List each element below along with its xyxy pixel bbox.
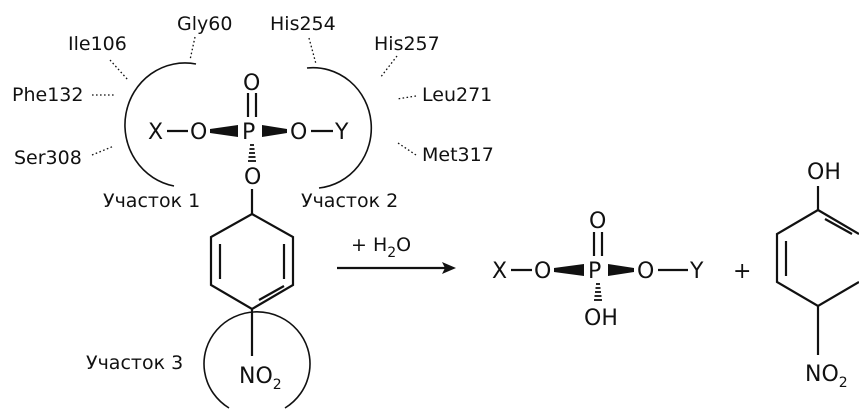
residue-leu271: Leu271	[422, 84, 492, 106]
wedge-bond	[608, 264, 634, 276]
contact-lines	[91, 36, 417, 156]
product-o-left: O	[534, 259, 551, 284]
substrate-y-atom: Y	[334, 120, 349, 145]
water-reagent: + H2O	[351, 234, 411, 261]
product-oh-group: OH	[584, 306, 618, 331]
phenol-oh-group: OH	[807, 160, 841, 185]
product-p-atom: P	[588, 259, 601, 284]
product-phosphate: X O P O Y O OH	[492, 209, 704, 331]
site1-pocket-arc	[124, 62, 197, 187]
product-o-top: O	[589, 209, 606, 234]
product-y-atom: Y	[689, 259, 704, 284]
phenol-no2-group: NO2	[805, 362, 848, 391]
residue-gly60: Gly60	[177, 13, 232, 35]
site1-label: Участок 1	[103, 190, 200, 212]
substrate-o-right: O	[290, 120, 307, 145]
substrate-molecule: X O P O Y O O NO2	[148, 71, 349, 393]
residue-phe132: Phe132	[12, 84, 83, 106]
residue-met317: Met317	[422, 144, 494, 166]
residue-ile106: Ile106	[68, 33, 127, 55]
reaction-arrow	[337, 262, 456, 274]
site2-pocket-arc	[306, 66, 373, 189]
substrate-p-atom: P	[242, 120, 255, 145]
wedge-bond	[210, 125, 238, 137]
hashed-bond	[594, 283, 602, 301]
hashed-bond	[248, 144, 256, 162]
substrate-o-top: O	[243, 71, 260, 96]
residue-his254: His254	[270, 13, 336, 35]
product-x-atom: X	[492, 259, 507, 284]
residue-ser308: Ser308	[14, 147, 82, 169]
product-nitrophenol: OH NO2	[775, 160, 859, 391]
benzene-ring	[209, 212, 295, 311]
products-plus-sign: +	[733, 259, 751, 284]
wedge-bond	[262, 125, 287, 137]
substrate-no2-group: NO2	[239, 364, 282, 393]
substrate-o-ester: O	[244, 165, 261, 190]
site2-label: Участок 2	[301, 190, 398, 212]
residue-his257: His257	[374, 33, 440, 55]
product-o-right: O	[637, 259, 654, 284]
substrate-x-atom: X	[148, 120, 163, 145]
substrate-o-left: O	[190, 120, 207, 145]
wedge-bond	[554, 264, 584, 276]
site3-pocket-arc	[203, 311, 311, 409]
site3-label: Участок 3	[86, 352, 183, 374]
